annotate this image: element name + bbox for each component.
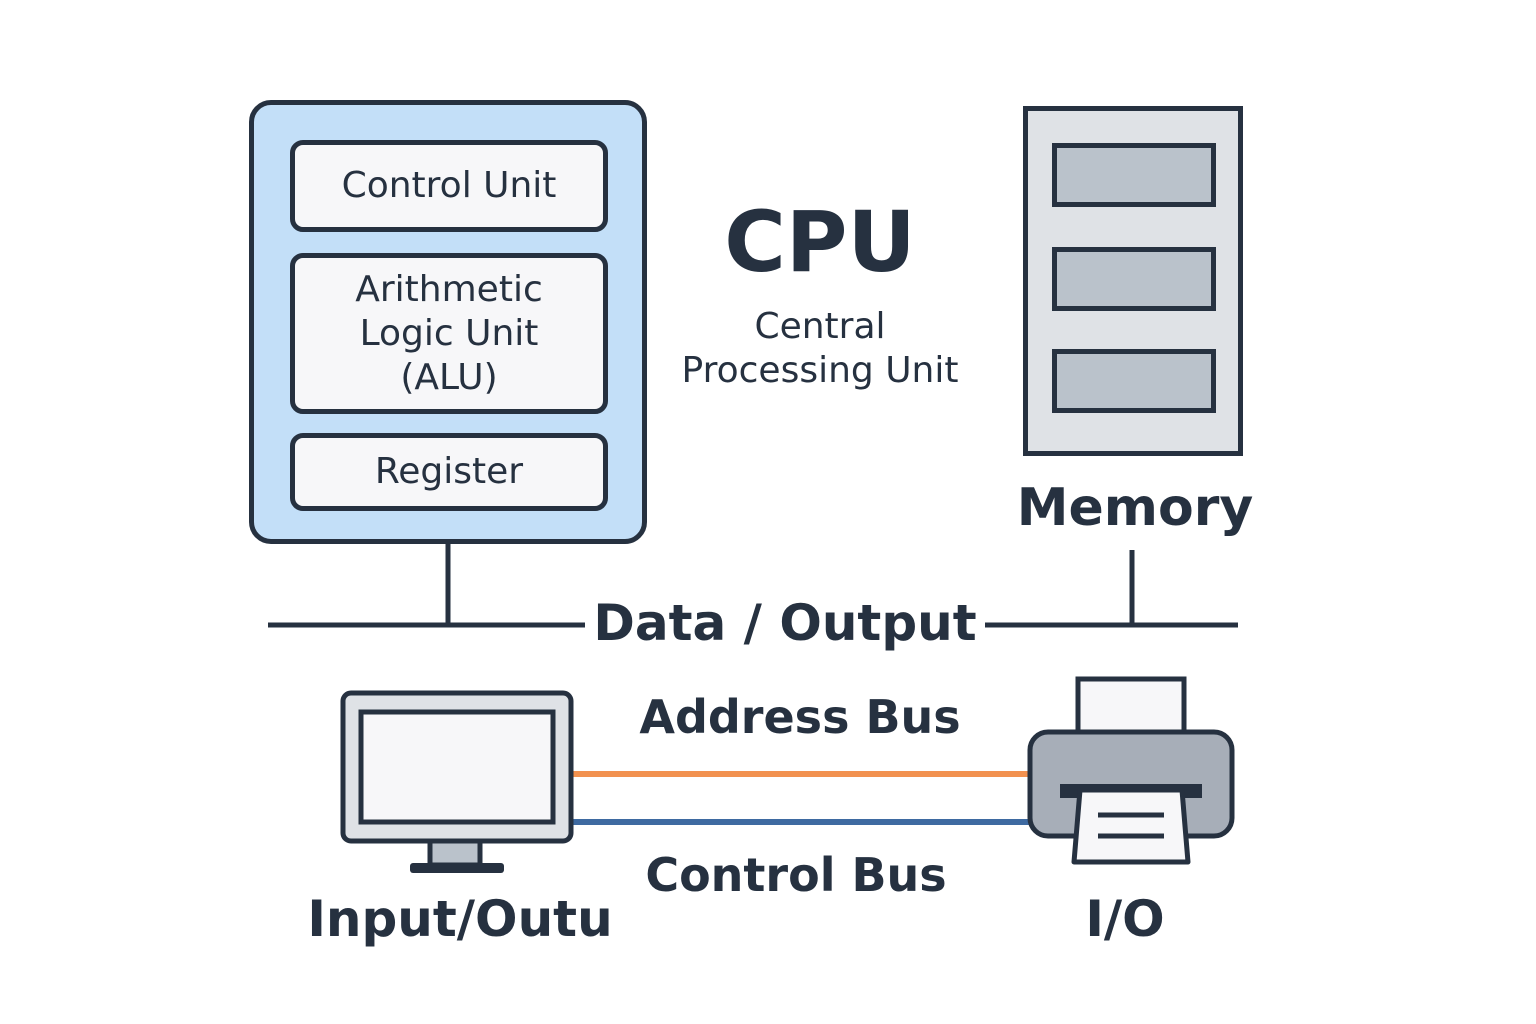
alu-label-line2: Logic Unit (359, 312, 539, 354)
alu-label-line1: Arithmetic (355, 268, 543, 310)
memory-slot (1052, 143, 1216, 207)
cpu-subtitle-line2: Processing Unit (681, 350, 959, 391)
cpu-subtitle-line1: Central (754, 306, 886, 347)
printer-icon (1027, 676, 1235, 865)
register-label: Register (374, 451, 524, 492)
control-unit-box: Control Unit (290, 140, 608, 232)
cpu-subtitle: Central Processing Unit (630, 305, 1010, 393)
memory-block (1023, 106, 1243, 456)
alu-box: Arithmetic Logic Unit (ALU) (290, 253, 608, 414)
memory-slot (1052, 247, 1216, 311)
control-unit-label: Control Unit (341, 165, 557, 206)
address-bus-label: Address Bus (639, 690, 961, 744)
data-bus-label: Data / Output (593, 594, 977, 652)
memory-label: Memory (1016, 478, 1254, 538)
register-box: Register (290, 433, 608, 511)
memory-slot (1052, 349, 1216, 413)
control-bus-label: Control Bus (645, 848, 947, 902)
monitor-icon (340, 690, 574, 873)
printer-label: I/O (1085, 890, 1165, 948)
cpu-title: CPU (724, 193, 916, 291)
monitor-label: Input/Outu (307, 890, 613, 948)
alu-label-line3: (ALU) (400, 356, 498, 398)
